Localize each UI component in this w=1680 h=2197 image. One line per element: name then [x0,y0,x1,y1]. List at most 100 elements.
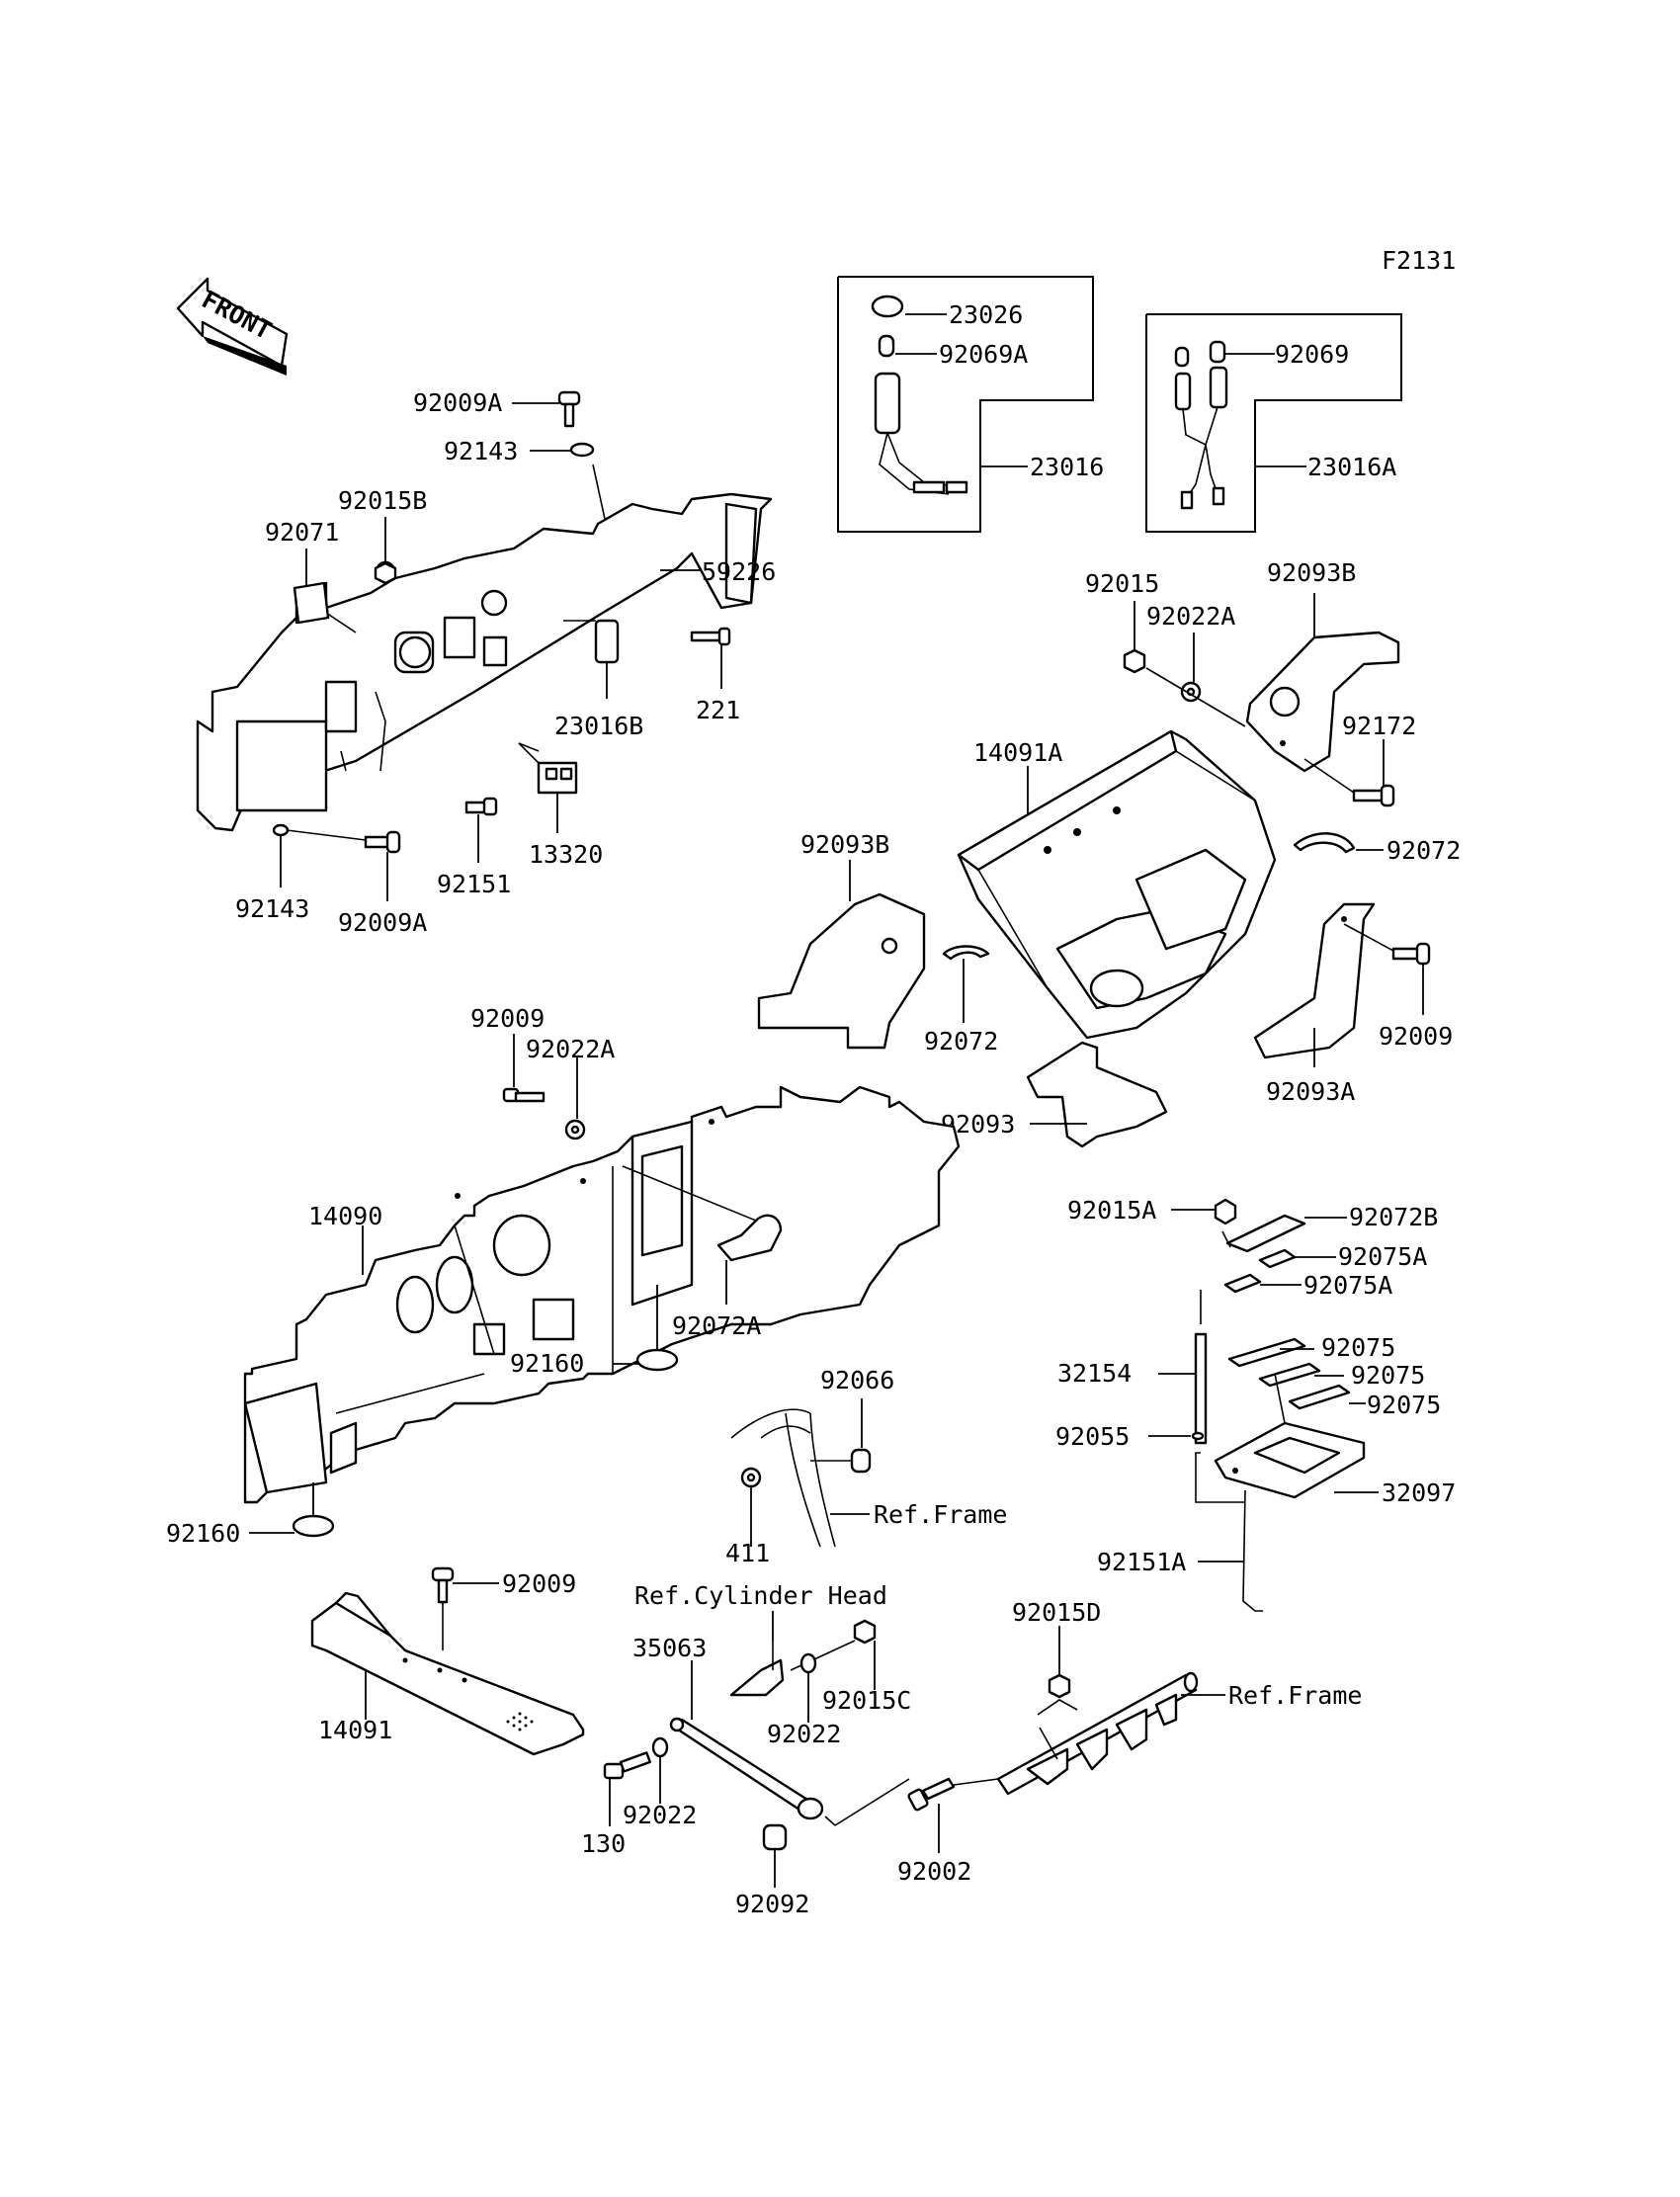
callout-92009A-bot: 92009A [338,908,427,937]
callout-92075-3: 92075 [1367,1391,1441,1419]
bolt-92002 [907,1777,956,1812]
callout-92160-mid: 92160 [510,1349,584,1378]
callout-92009A-top: 92009A [413,388,502,417]
callout-14091: 14091 [318,1716,392,1744]
rod-32154 [1194,1332,1208,1445]
ref-frame-label-1: Ref.Frame [874,1500,1007,1529]
callout-14091A: 14091A [973,738,1062,767]
bolt-92009-right [1391,942,1431,966]
rod-92151A [1242,1489,1263,1612]
pad-92075-1 [1227,1337,1306,1368]
pad-92075A-1 [1258,1248,1297,1269]
pad-92075-3 [1288,1384,1351,1410]
callout-92143-bot: 92143 [235,894,309,923]
callout-92055: 92055 [1055,1422,1130,1451]
switch-23016B [594,619,620,664]
callout-92072-right: 92072 [1386,836,1461,865]
nut-92015D [1048,1673,1071,1699]
washer-92022-a [799,1652,817,1674]
nut-92015B [374,561,397,585]
grommet-92160-bot [292,1514,335,1538]
inset-23016 [837,276,1094,533]
callout-35063: 35063 [632,1634,707,1662]
callout-92072A: 92072A [672,1311,761,1340]
callout-92022-b: 92022 [623,1801,697,1829]
callout-92022A-right: 92022A [1146,602,1235,631]
figure-code: F2131 [1382,246,1456,275]
callout-92071: 92071 [265,518,339,547]
screw-92151 [464,797,498,816]
callout-92015B: 92015B [338,486,427,515]
bracket-92093 [1026,1041,1168,1148]
callout-92022A-mid: 92022A [526,1035,615,1063]
callout-92075-2: 92075 [1351,1361,1425,1390]
nut-92015A [1214,1198,1237,1225]
callout-92022-a: 92022 [767,1720,841,1748]
callout-92151A: 92151A [1097,1548,1186,1576]
callout-92015C: 92015C [822,1686,911,1715]
strap-92072B [1221,1214,1306,1253]
front-arrow-icon: FRONT [176,277,289,376]
collar-92092 [762,1823,788,1851]
grommet-92160-mid [635,1348,679,1372]
pad-92075-2 [1258,1362,1321,1388]
callout-92172: 92172 [1342,712,1416,740]
callout-23016B: 23016B [554,712,643,740]
callout-23026: 23026 [949,300,1023,329]
callout-92075-1: 92075 [1321,1333,1395,1362]
tray-14091A [957,729,1277,1040]
callout-92143-top: 92143 [444,437,518,465]
callout-92093B-left: 92093B [800,830,889,859]
bracket-ref-cylinder-head [729,1641,785,1697]
callout-23016A: 23016A [1307,453,1396,481]
ring-92055 [1191,1431,1205,1441]
clip-92071 [293,581,330,625]
callout-130: 130 [581,1829,626,1858]
callout-92075A-1: 92075A [1338,1242,1427,1271]
callout-92009-bot: 92009 [502,1569,576,1598]
callout-92072-left: 92072 [924,1027,998,1056]
callout-92066: 92066 [820,1366,894,1394]
pad-92075A-2 [1223,1273,1262,1294]
callout-221: 221 [696,696,740,724]
ref-cylinder-head-label: Ref.Cylinder Head [634,1581,887,1610]
callout-92002: 92002 [897,1857,971,1886]
bolt-92009A-bot [364,830,401,854]
callout-32154: 32154 [1057,1359,1132,1388]
switch-13320 [518,742,578,795]
nut-92015 [1123,648,1146,674]
callout-59226: 59226 [702,557,776,586]
callout-92015A: 92015A [1067,1196,1156,1225]
callout-92015D: 92015D [1012,1598,1101,1627]
bolt-92009-mid [502,1087,546,1103]
cover-14091 [310,1591,585,1756]
screw-221 [690,627,731,646]
callout-92069: 92069 [1275,340,1349,369]
callout-92092: 92092 [735,1890,809,1918]
callout-411: 411 [725,1539,770,1567]
bolt-92172 [1352,784,1395,807]
washer-92143-bot [272,823,290,837]
callout-14090: 14090 [308,1202,382,1230]
callout-92072B: 92072B [1349,1203,1438,1231]
bracket-92093A [1253,902,1376,1059]
washer-92022-b [651,1736,669,1758]
callout-92069A: 92069A [939,340,1028,369]
callout-92093A: 92093A [1266,1077,1355,1106]
bracket-92093B-left [757,892,926,1050]
callout-23016: 23016 [1030,453,1104,481]
frame-ref-bottom [996,1671,1199,1796]
callout-32097: 32097 [1382,1479,1456,1507]
callout-92015: 92015 [1085,569,1159,598]
inset-23016A [1145,313,1402,533]
clamp-92072A [716,1214,783,1262]
clamp-92072-left [942,945,990,961]
bolt-92009A-top [557,390,581,428]
bolt-92009-bot [431,1566,455,1604]
callout-92009-right: 92009 [1379,1022,1453,1051]
bolt-130 [603,1751,651,1780]
callout-92075A-2: 92075A [1303,1271,1392,1300]
washer-92143-top [569,442,595,458]
bracket-92093B-right [1245,631,1400,773]
